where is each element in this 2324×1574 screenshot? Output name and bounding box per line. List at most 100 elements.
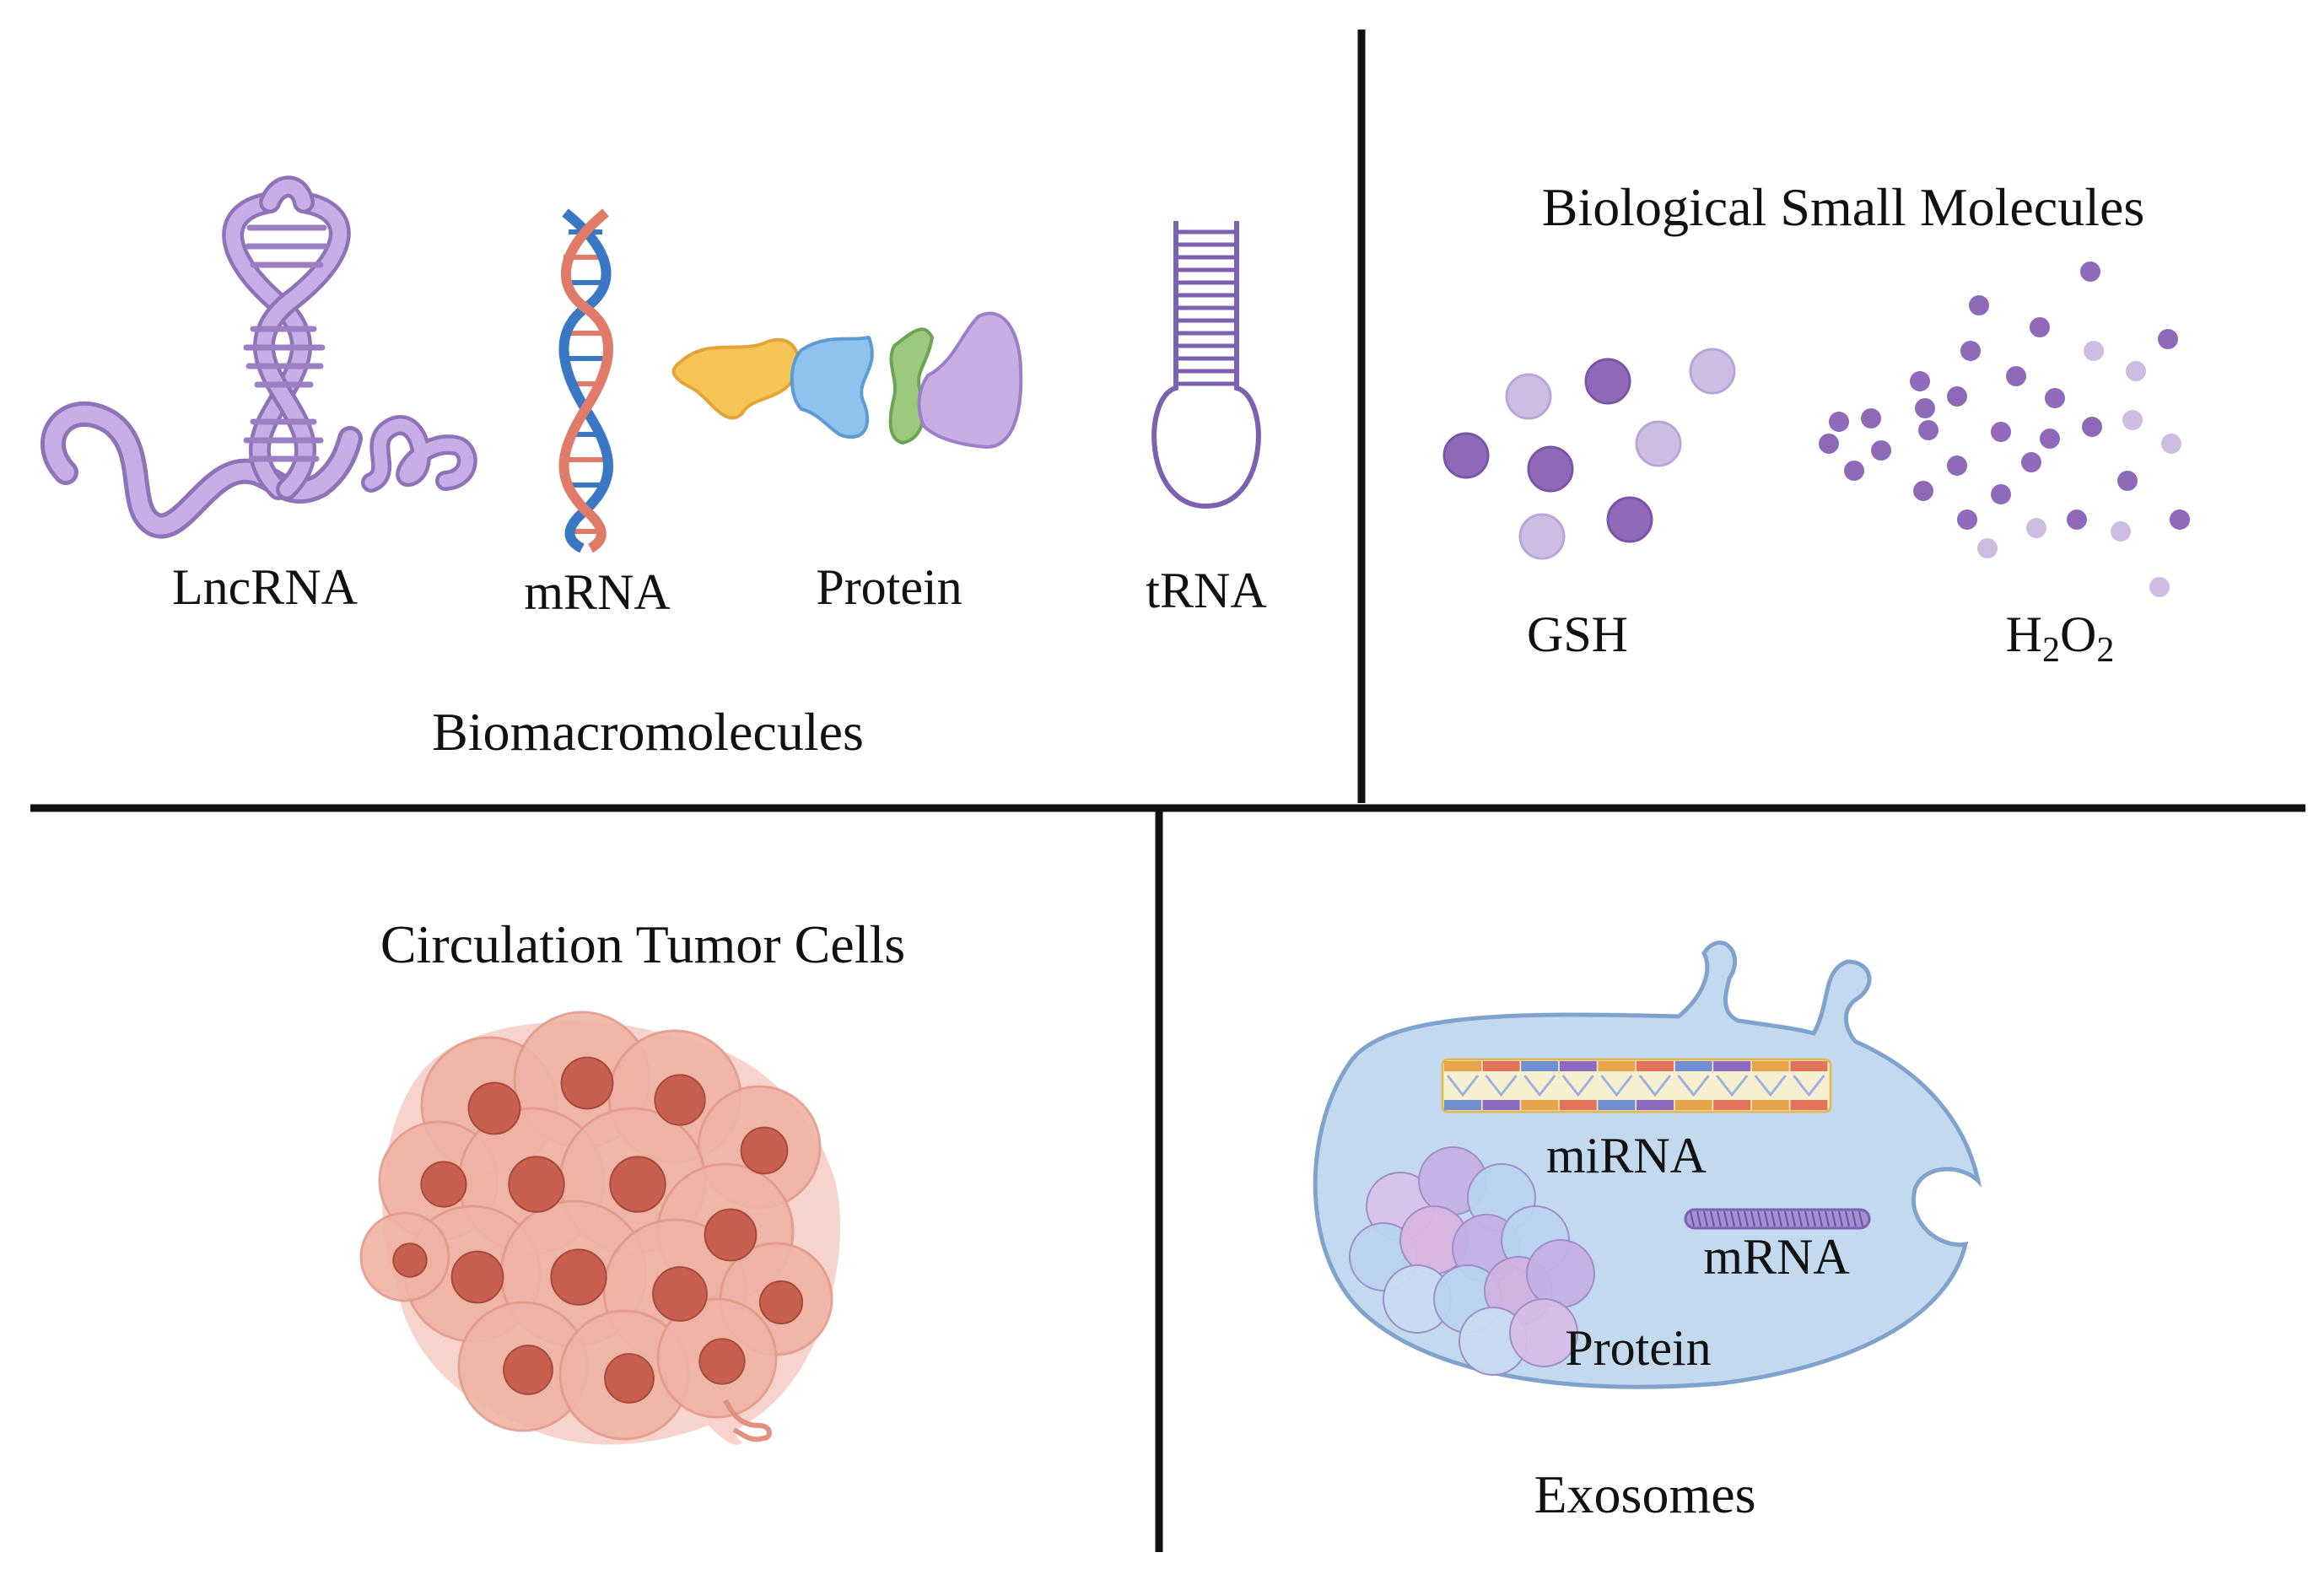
mirna-bottom-segment <box>1790 1100 1828 1110</box>
h2o2-molecule <box>1861 408 1881 429</box>
mirna-top-segment <box>1674 1061 1712 1071</box>
h2o2-molecule <box>2006 366 2026 386</box>
mrna-coil-turn <box>1784 1210 1789 1227</box>
tumor-cell-nucleus <box>450 1250 504 1304</box>
mirna-base-pair <box>1523 1075 1556 1097</box>
mirna-base-pair <box>1561 1075 1594 1097</box>
mirna-bottom-segment <box>1444 1100 1481 1110</box>
h2o2-molecule <box>2111 521 2131 542</box>
h2o2-molecule <box>1947 386 1967 407</box>
h2o2-molecule <box>2040 429 2060 449</box>
h2o2-molecule <box>2067 509 2087 530</box>
label-h2o2: H2O2 <box>2005 606 2115 670</box>
mrna-coil-turn <box>1696 1210 1701 1227</box>
lncrna-icon <box>40 175 477 539</box>
gsh-molecule <box>1527 445 1574 493</box>
h2o2-molecule <box>2122 410 2143 430</box>
label-exosome-protein: Protein <box>1565 1320 1712 1376</box>
mirna-top-segment <box>1444 1061 1481 1071</box>
gsh-molecule <box>1584 358 1631 405</box>
gsh-molecule <box>1505 373 1552 420</box>
h2o2-molecule <box>1960 341 1981 361</box>
exosome-protein-cluster-icon <box>1349 1146 1595 1376</box>
tumor-cell-nucleus <box>652 1266 708 1322</box>
trna-hairpin-icon <box>1151 221 1261 509</box>
mrna-coil-turn <box>1723 1210 1728 1227</box>
exosome-mrna-coil-icon <box>1684 1208 1871 1230</box>
mirna-top-segment <box>1790 1061 1828 1071</box>
mrna-coil-turn <box>1818 1210 1823 1227</box>
mrna-coil-turn <box>1750 1210 1755 1227</box>
protein-domains-icon <box>671 311 1023 449</box>
h2o2-molecule <box>1844 461 1864 481</box>
mrna-coil-turn <box>1831 1210 1836 1227</box>
h2o2-molecule <box>1957 509 1977 530</box>
label-mrna: mRNA <box>524 564 671 620</box>
mirna-base-pair <box>1716 1075 1749 1097</box>
mirna-top-segment <box>1598 1061 1636 1071</box>
label-exosome-mirna: miRNA <box>1545 1128 1707 1183</box>
protein-subunit <box>1509 1298 1578 1367</box>
label-exosome-mrna: mRNA <box>1703 1229 1850 1285</box>
mirna-bottom-segment <box>1751 1100 1789 1110</box>
h2o2-molecule <box>2045 388 2065 408</box>
h2o2-molecule <box>2158 329 2178 349</box>
mrna-coil-turn <box>1811 1210 1816 1227</box>
mrna-coil-turn <box>1845 1210 1850 1227</box>
mirna-top-segment <box>1559 1061 1597 1071</box>
gsh-molecule <box>1635 420 1682 467</box>
mirna-top-segment <box>1713 1061 1751 1071</box>
label-protein: Protein <box>816 559 962 615</box>
mrna-coil-turn <box>1771 1210 1776 1227</box>
mirna-base-pair <box>1600 1075 1633 1097</box>
h2o2-molecule <box>1915 398 1935 418</box>
mirna-bottom-segment <box>1521 1100 1559 1110</box>
tumor-cell-nucleus <box>758 1280 804 1325</box>
title-circulation-tumor-cells: Circulation Tumor Cells <box>380 914 906 974</box>
mrna-coil-turn <box>1838 1210 1843 1227</box>
mirna-bottom-segment <box>1559 1100 1597 1110</box>
mrna-coil-turn <box>1798 1210 1803 1227</box>
mrna-helix-icon <box>558 208 613 553</box>
gsh-molecules-icon <box>1442 348 1736 560</box>
h2o2-molecule <box>2149 577 2170 597</box>
mirna-top-segment <box>1521 1061 1559 1071</box>
mirna-base-pair <box>1485 1075 1518 1097</box>
tumor-cell-nucleus <box>698 1338 746 1385</box>
mirna-top-segment <box>1637 1061 1674 1071</box>
mirna-bottom-segment <box>1598 1100 1636 1110</box>
mrna-coil-turn <box>1703 1210 1708 1227</box>
mrna-coil-turn <box>1744 1210 1749 1227</box>
mrna-coil-turn <box>1710 1210 1715 1227</box>
gsh-molecule <box>1518 513 1566 560</box>
tumor-cell-nucleus <box>609 1156 666 1213</box>
h2o2-molecule <box>1991 422 2011 442</box>
mrna-coil-turn <box>1730 1210 1735 1227</box>
h2o2-molecule <box>1991 484 2011 504</box>
mrna-coil-turn <box>1737 1210 1742 1227</box>
h2o2-molecule <box>1947 455 1967 476</box>
mrna-coil-turn <box>1764 1210 1769 1227</box>
label-gsh: GSH <box>1526 606 1629 662</box>
tumor-cell-nucleus <box>467 1081 521 1135</box>
tumor-cell-tail <box>723 1399 772 1442</box>
h2o2-molecule <box>2084 341 2104 361</box>
mrna-coil-turn <box>1777 1210 1782 1227</box>
h2o2-molecule <box>1829 412 1849 432</box>
label-lncrna: LncRNA <box>172 559 358 615</box>
mirna-base-pair <box>1754 1075 1787 1097</box>
h2o2-molecule <box>1871 440 1891 461</box>
h2o2-molecule <box>2080 261 2100 282</box>
tumor-cell-nucleus <box>508 1156 565 1213</box>
h2o2-molecules-icon <box>1819 261 2190 597</box>
h2o2-molecule <box>2082 417 2102 437</box>
tumor-cell-nucleus <box>560 1056 614 1110</box>
mirna-bottom-segment <box>1674 1100 1712 1110</box>
mirna-base-pair <box>1446 1075 1480 1097</box>
h2o2-molecule <box>1918 420 1938 440</box>
mirna-strip-icon <box>1441 1058 1832 1113</box>
tumor-cell-nucleus <box>654 1074 706 1126</box>
mirna-bottom-segment <box>1637 1100 1674 1110</box>
